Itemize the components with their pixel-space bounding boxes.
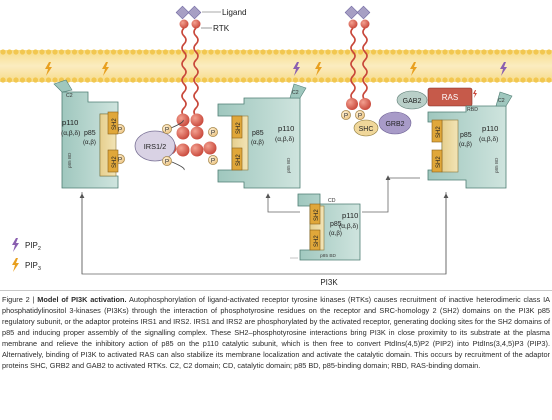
pi3k-label: PI3K	[320, 278, 338, 287]
svg-text:C2: C2	[66, 93, 73, 99]
membrane-lipid-heads-bottom	[0, 77, 552, 83]
rtk-label: RTK	[213, 24, 230, 33]
svg-text:p110: p110	[278, 124, 294, 133]
svg-text:SHC: SHC	[359, 126, 374, 133]
svg-text:SH2: SH2	[112, 156, 118, 168]
pi3k-complex-middle: SH2 SH2 p85 (α,β) p110 (α,β,δ) p85 BD C2	[217, 83, 307, 189]
svg-text:P: P	[118, 157, 122, 164]
svg-text:RBD: RBD	[467, 107, 478, 113]
ligand-icon	[175, 5, 190, 20]
svg-text:C2: C2	[498, 98, 505, 104]
svg-text:(α,β): (α,β)	[459, 141, 472, 148]
pi3k-activation-diagram: Ligand RTK IRS1/2 P P P P P P C2 p110 (α…	[0, 5, 552, 287]
svg-text:SH2: SH2	[314, 209, 320, 221]
ligand-icon	[356, 5, 371, 20]
svg-text:(α,β): (α,β)	[83, 139, 96, 146]
pip3-lightning-icon	[12, 258, 19, 272]
ligand-icon	[187, 5, 202, 20]
pip2-lightning-icon	[293, 62, 300, 76]
ras	[427, 87, 473, 107]
svg-text:P: P	[165, 159, 169, 166]
svg-text:P: P	[118, 127, 122, 134]
gab2	[396, 90, 428, 110]
svg-text:GAB2: GAB2	[403, 98, 422, 105]
svg-text:(α,β,δ): (α,β,δ)	[479, 136, 498, 143]
svg-text:C2: C2	[292, 90, 299, 96]
pip2-lightning-icon	[12, 238, 19, 252]
irs-label: IRS1/2	[144, 142, 167, 151]
svg-text:SH2: SH2	[436, 126, 442, 138]
pip3-lightning-icon	[45, 62, 52, 76]
phosphate-icon	[162, 124, 172, 134]
pip3-lightning-icon	[102, 62, 109, 76]
pip2-lightning-icon	[500, 62, 507, 76]
svg-text:(α,β,δ): (α,β,δ)	[339, 223, 358, 230]
svg-text:p85 BD: p85 BD	[286, 157, 291, 173]
figure-number: Figure 2 |	[2, 295, 35, 304]
membrane-lipid-heads-top	[0, 49, 552, 55]
rtk-receptor-right: P P SHC GRB2 GAB2 RAS	[341, 5, 477, 137]
phosphate-icon	[355, 110, 365, 120]
figure-title: Model of PI3K activation.	[37, 295, 127, 304]
pip3-lightning-icon	[315, 62, 322, 76]
svg-text:p85: p85	[330, 221, 342, 228]
phosphate-icon	[162, 156, 172, 166]
caption-divider	[0, 290, 552, 291]
svg-text:P: P	[211, 158, 215, 165]
svg-text:CD: CD	[328, 198, 336, 204]
phosphate-icon	[341, 110, 351, 120]
membrane-pip-icons	[45, 62, 507, 76]
svg-text:SH2: SH2	[236, 122, 242, 134]
legend-pip3-label: PIP3	[25, 261, 41, 272]
svg-text:(α,β): (α,β)	[251, 139, 264, 146]
svg-text:p85: p85	[252, 130, 264, 137]
svg-text:SH2: SH2	[436, 156, 442, 168]
svg-text:GRB2: GRB2	[385, 121, 404, 128]
svg-text:P: P	[344, 113, 348, 120]
figure-caption: Figure 2 | Model of PI3K activation. Aut…	[2, 294, 550, 371]
legend-pip2-label: PIP2	[25, 241, 41, 252]
legend: PIP2 PIP3	[12, 238, 41, 272]
ligand-label: Ligand	[222, 8, 247, 17]
svg-text:p85: p85	[460, 132, 472, 139]
phosphate-icon	[208, 127, 218, 137]
shc	[353, 119, 379, 137]
ligand-icon	[344, 5, 359, 20]
svg-text:SH2: SH2	[112, 118, 118, 130]
svg-text:p85 BD: p85 BD	[494, 157, 499, 173]
svg-text:SH2: SH2	[236, 154, 242, 166]
svg-text:(α,β,δ): (α,β,δ)	[61, 130, 80, 137]
svg-text:p85: p85	[84, 130, 96, 137]
svg-text:RAS: RAS	[442, 93, 458, 102]
svg-text:(α,β): (α,β)	[329, 230, 342, 237]
svg-text:(α,β,δ): (α,β,δ)	[275, 136, 294, 143]
grb2	[378, 111, 412, 135]
pi3k-complex-left: C2 p110 (α,β,δ) SH2 SH2 p85 (α,β) p85 BD	[53, 79, 119, 189]
svg-text:SH2: SH2	[314, 235, 320, 247]
phosphate-icon	[208, 155, 218, 165]
svg-text:p110: p110	[342, 211, 358, 220]
svg-text:p110: p110	[482, 124, 498, 133]
irs1-2: IRS1/2	[134, 119, 185, 171]
svg-text:p85 BD: p85 BD	[67, 152, 72, 168]
pi3k-complex-right: SH2 SH2 p85 (α,β) p110 (α,β,δ) RBD p85 B…	[427, 91, 513, 189]
svg-text:p85 BD: p85 BD	[320, 253, 337, 259]
svg-text:p110: p110	[62, 118, 78, 127]
pip3-lightning-icon	[410, 62, 417, 76]
figure-caption-body: Autophosphorylation of ligand-activated …	[2, 295, 551, 370]
arrows	[79, 175, 449, 275]
svg-text:P: P	[165, 127, 169, 134]
pi3k-free: SH2 SH2 p85 (α,β) p110 (α,β,δ) CD p85 BD…	[297, 193, 361, 287]
svg-text:P: P	[358, 113, 362, 120]
svg-text:P: P	[211, 130, 215, 137]
plasma-membrane	[0, 49, 552, 83]
